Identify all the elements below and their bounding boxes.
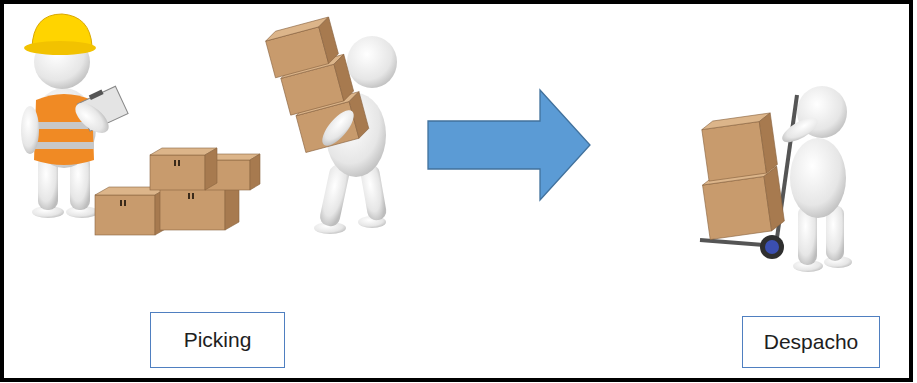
hand-truck-figure [694, 86, 852, 272]
wheel-hub [765, 240, 779, 254]
frame [2, 2, 911, 380]
box-mark [188, 193, 190, 199]
box-mark [174, 160, 176, 166]
box-front [150, 155, 205, 190]
box-side [763, 167, 786, 231]
wheel [760, 235, 784, 259]
carrier-figure [264, 14, 397, 234]
box-mark [192, 193, 194, 199]
box-mark [120, 200, 122, 206]
label-box: Picking [150, 312, 285, 368]
node-label: Despacho [764, 330, 859, 354]
clipboard-clip [89, 89, 104, 99]
box-front [702, 122, 767, 182]
carried-boxes [264, 14, 371, 155]
process-node: Picking [10, 15, 428, 375]
arm [70, 97, 113, 138]
box-side [758, 113, 778, 173]
label-box: Despacho [742, 316, 880, 368]
hard-hat-brim [24, 41, 96, 55]
box-mark [124, 200, 126, 206]
box-front [703, 176, 772, 239]
arm [779, 113, 822, 147]
arm [21, 106, 39, 154]
flow-arrow [428, 90, 590, 200]
box-front [160, 188, 225, 230]
box-side [317, 17, 340, 64]
truck-boxes [694, 113, 787, 240]
process-node: Despacho [590, 15, 900, 375]
arm [317, 105, 359, 150]
box-side [250, 154, 260, 190]
box-pile [95, 148, 260, 235]
vest-stripe [35, 142, 94, 149]
box-front [95, 195, 155, 235]
box-mark [178, 160, 180, 166]
node-label: Picking [184, 328, 252, 352]
torso [790, 138, 846, 218]
box-side [205, 148, 217, 190]
head [347, 36, 397, 88]
box-side [332, 54, 355, 101]
